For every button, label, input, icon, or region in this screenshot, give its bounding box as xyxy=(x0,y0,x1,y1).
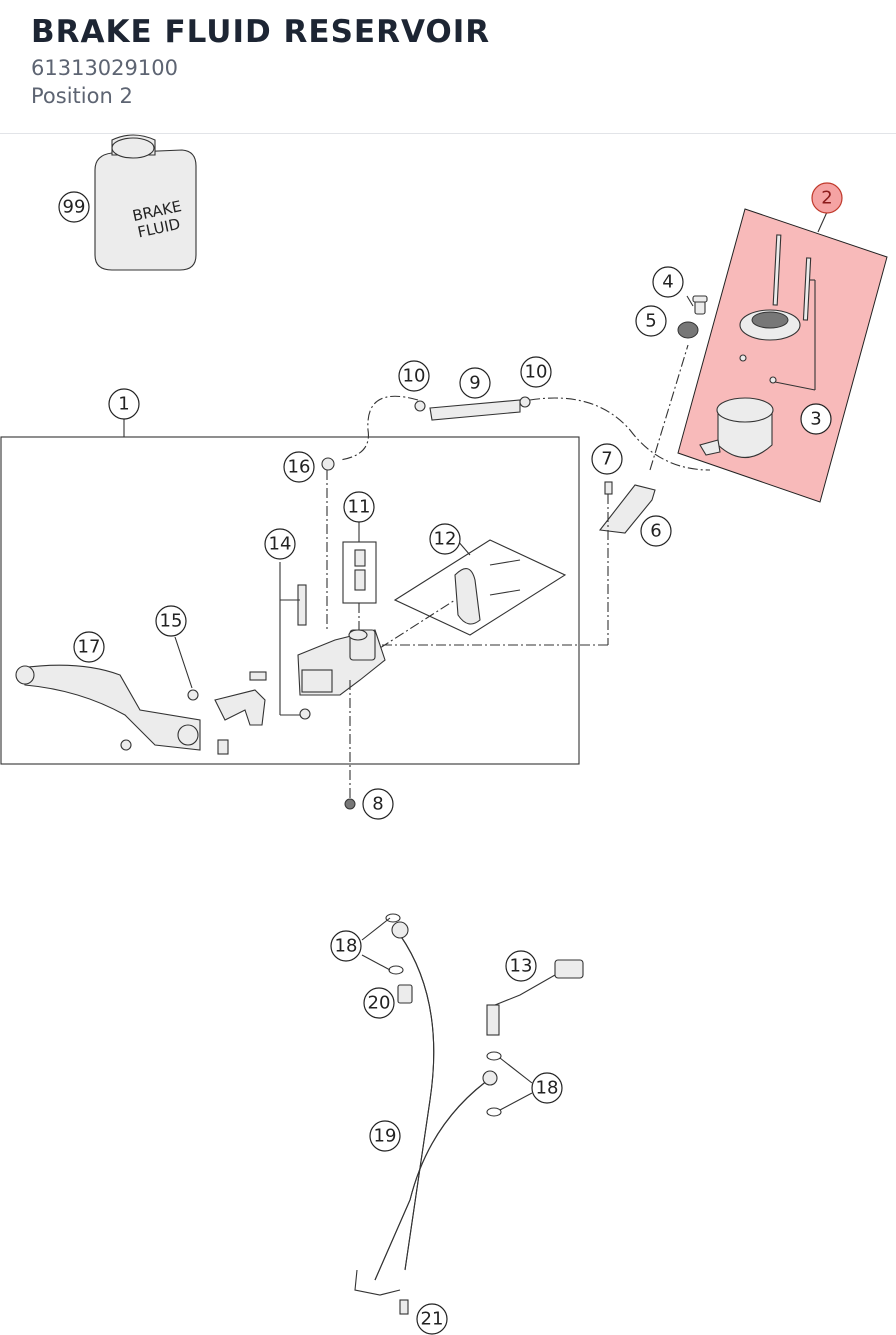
page-title: BRAKE FLUID RESERVOIR xyxy=(31,14,491,50)
callout-6[interactable]: 6 xyxy=(640,515,672,547)
hose-clamp-left[interactable] xyxy=(414,400,426,412)
mounting-bracket[interactable] xyxy=(598,484,656,534)
svg-text:9: 9 xyxy=(469,373,480,394)
callout-1[interactable]: 1 xyxy=(108,388,140,420)
svg-text:6: 6 xyxy=(650,521,661,542)
svg-text:18: 18 xyxy=(536,1078,559,1099)
grommet[interactable] xyxy=(677,321,699,339)
callout-4[interactable]: 4 xyxy=(652,266,684,298)
callout-18a[interactable]: 18 xyxy=(330,930,362,962)
lever-pivot[interactable] xyxy=(214,689,266,726)
banjo-fitting[interactable] xyxy=(321,457,335,471)
svg-text:17: 17 xyxy=(78,637,101,658)
master-cylinder-box xyxy=(0,436,580,765)
svg-text:4: 4 xyxy=(662,272,673,293)
callout-2[interactable]: 2 xyxy=(811,182,843,214)
callout-5[interactable]: 5 xyxy=(635,305,667,337)
callout-16[interactable]: 16 xyxy=(283,451,315,483)
hose-clamp-right[interactable] xyxy=(519,396,531,408)
callout-3[interactable]: 3 xyxy=(800,403,832,435)
brake-lever[interactable] xyxy=(19,664,201,751)
callout-19[interactable]: 19 xyxy=(369,1120,401,1152)
header: BRAKE FLUID RESERVOIR 61313029100 Positi… xyxy=(0,0,896,134)
callout-15[interactable]: 15 xyxy=(155,605,187,637)
svg-text:7: 7 xyxy=(601,449,612,470)
brake-switch[interactable] xyxy=(354,549,366,567)
svg-text:11: 11 xyxy=(348,497,371,518)
exploded-diagram: BRAKE FLUID xyxy=(0,134,888,1335)
reservoir-assembly[interactable] xyxy=(677,208,888,503)
pin[interactable] xyxy=(297,584,307,626)
banjo-side[interactable] xyxy=(482,1070,498,1086)
callout-10b[interactable]: 10 xyxy=(520,356,552,388)
bleeder-valve[interactable] xyxy=(397,984,413,1004)
callout-14[interactable]: 14 xyxy=(264,528,296,560)
callout-9[interactable]: 9 xyxy=(459,367,491,399)
svg-text:18: 18 xyxy=(335,936,358,957)
cap-screw[interactable] xyxy=(692,295,708,315)
svg-text:3: 3 xyxy=(810,409,821,430)
svg-text:5: 5 xyxy=(645,311,656,332)
svg-text:8: 8 xyxy=(372,794,383,815)
svg-text:1: 1 xyxy=(118,394,129,415)
bracket-screw[interactable] xyxy=(604,481,613,495)
svg-text:2: 2 xyxy=(821,188,832,209)
svg-text:16: 16 xyxy=(288,457,311,478)
clamp-box xyxy=(393,539,567,636)
connector[interactable] xyxy=(554,959,584,979)
callout-21[interactable]: 21 xyxy=(416,1303,448,1335)
svg-text:14: 14 xyxy=(269,534,292,555)
part-number: 61313029100 xyxy=(31,56,178,80)
spring[interactable] xyxy=(187,689,199,701)
svg-text:15: 15 xyxy=(160,611,183,632)
brake-hose-bolt[interactable] xyxy=(399,1299,409,1315)
svg-text:99: 99 xyxy=(63,197,86,218)
brake-fluid-bottle[interactable]: BRAKE FLUID xyxy=(94,134,197,271)
position-label: Position 2 xyxy=(31,84,133,108)
callout-18b[interactable]: 18 xyxy=(531,1072,563,1104)
svg-text:12: 12 xyxy=(434,529,457,550)
master-cylinder-body[interactable] xyxy=(297,629,386,696)
adjuster[interactable] xyxy=(217,739,229,755)
handlebar-clamp[interactable] xyxy=(454,568,481,625)
svg-text:13: 13 xyxy=(510,956,533,977)
callout-13[interactable]: 13 xyxy=(505,950,537,982)
callout-7[interactable]: 7 xyxy=(591,443,623,475)
callout-10a[interactable]: 10 xyxy=(398,360,430,392)
callout-20[interactable]: 20 xyxy=(363,987,395,1019)
svg-text:21: 21 xyxy=(421,1309,444,1330)
svg-text:20: 20 xyxy=(368,993,391,1014)
pressure-switch[interactable] xyxy=(486,1004,500,1036)
callout-12[interactable]: 12 xyxy=(429,523,461,555)
brake-hose[interactable] xyxy=(429,399,521,421)
callout-17[interactable]: 17 xyxy=(73,631,105,663)
nut[interactable] xyxy=(344,798,356,810)
callout-8[interactable]: 8 xyxy=(362,788,394,820)
svg-text:10: 10 xyxy=(403,366,426,387)
banjo-top[interactable] xyxy=(391,921,409,939)
callout-99[interactable]: 99 xyxy=(58,191,90,223)
callout-11[interactable]: 11 xyxy=(343,491,375,523)
svg-text:10: 10 xyxy=(525,362,548,383)
svg-text:19: 19 xyxy=(374,1126,397,1147)
